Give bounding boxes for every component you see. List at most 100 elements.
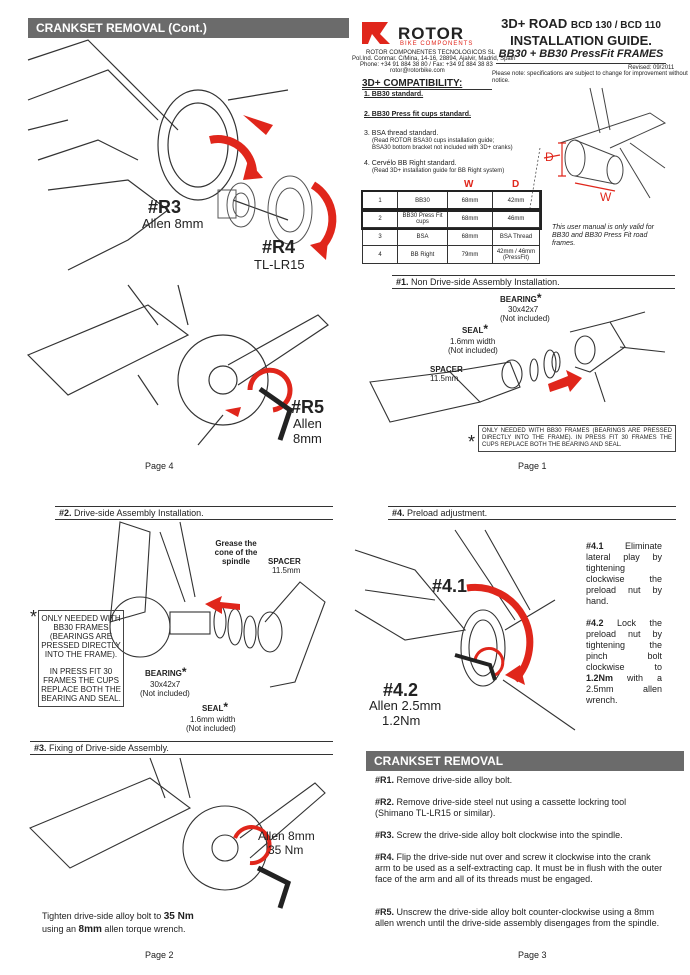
revised-date: Revised: 09/2011 [628, 65, 675, 71]
r5-id: #R5 [291, 397, 325, 417]
step42-tool: Allen 2.5mm [369, 698, 442, 713]
company-phone: Phone: +34 91 884 38 80 / Fax: +34 91 88… [360, 62, 493, 68]
r5-tool1: Allen [293, 416, 322, 431]
cell-w: 68mm [447, 209, 493, 228]
side-note-spacer [41, 659, 121, 667]
compat-divider [362, 89, 492, 90]
cell-std: BB30 Press Fit cups [397, 209, 448, 228]
step42-instruction: #4.2 Lock the preload nut by tightening … [586, 618, 662, 706]
bearing-size: 30x42x7 [508, 305, 539, 314]
r4-tool: TL-LR15 [254, 257, 305, 272]
seal-title: SEAL [462, 326, 484, 335]
seal-label: SEAL* [462, 322, 489, 336]
step42-torque: 1.2Nm [382, 713, 421, 728]
spacer-label: SPACER [268, 557, 301, 566]
guide-subtitle: BB30 + BB30 PressFit FRAMES [498, 48, 664, 60]
step3-tool: Allen 8mm [258, 829, 315, 843]
r2-label: #R2. [375, 797, 395, 807]
seal-incl: (Not included) [448, 346, 498, 355]
step42-label: #4.2 [586, 618, 604, 628]
step2-illustration [109, 521, 326, 688]
dimension-d-label: D [545, 150, 554, 164]
r4-text: Flip the drive-side nut over and screw i… [375, 852, 663, 884]
step2-header: #2. Drive-side Assembly Installation. [55, 506, 333, 520]
bearing-label: BEARING* [145, 665, 187, 679]
cell-d: 42mm [492, 191, 540, 210]
step1-illustration [369, 311, 666, 423]
r5-tool2: 8mm [293, 431, 322, 446]
removal-step-r5: #R5. Unscrew the drive-side alloy bolt c… [375, 907, 665, 929]
tighten-c: using an [42, 924, 77, 934]
seal-title: SEAL [202, 704, 224, 713]
dimension-w-label: W [600, 190, 612, 204]
r4-id: #R4 [262, 237, 296, 257]
step1-label: #1. [396, 277, 409, 287]
step3-torque: 35 Nm [268, 843, 304, 857]
tighten-torque: 35 Nm [163, 911, 194, 922]
step4-text: Preload adjustment. [407, 508, 488, 518]
tighten-size: 8mm [78, 924, 102, 935]
frame-dimension-diagram [529, 87, 667, 209]
step4-label: #4. [392, 508, 405, 518]
table-row: 4 BB Right 79mm 42mm / 46mm (PressFit) [362, 245, 540, 264]
spacer-size: 11.5mm [430, 374, 459, 383]
page4-frame-illustration [27, 39, 337, 271]
r4-label: #R4. [375, 852, 395, 862]
step41-label: #4.1 [586, 541, 604, 551]
compat-item-3-note1: (Read ROTOR BSA30 cups installation guid… [372, 138, 495, 144]
step3-text: Fixing of Drive-side Assembly. [49, 743, 169, 753]
cell-d: BSA Thread [492, 227, 540, 246]
asterisk: * [483, 322, 489, 336]
r5-label: #R5. [375, 907, 395, 917]
step2-text: Drive-side Assembly Installation. [74, 508, 204, 518]
r3-id: #R3 [148, 197, 182, 217]
step42-text-a: Lock the preload nut by tightening the p… [586, 618, 662, 672]
side-note-asterisk: * [30, 607, 38, 627]
asterisk: * [181, 665, 187, 679]
manual-note: This user manual is only valid for BB30 … [552, 224, 654, 247]
compat-item-3-note2: BSA30 bottom bracket not included with 3… [372, 145, 513, 151]
r3-label: #R3. [375, 830, 395, 840]
page-number: Page 4 [145, 461, 174, 471]
step41-text: Eliminate lateral play by tightening clo… [586, 541, 662, 606]
r1-label: #R1. [375, 775, 395, 785]
frame-note: ONLY NEEDED WITH BB30 FRAMES (BEARINGS A… [478, 425, 676, 452]
bearing-incl: (Not included) [140, 689, 190, 698]
rotor-logo [362, 22, 390, 44]
page-number: Page 2 [145, 950, 174, 960]
compat-item-3: 3. BSA thread standard. [364, 130, 439, 137]
asterisk: * [536, 291, 542, 305]
grease-note: Grease the cone of the spindle [214, 539, 258, 566]
cell-n: 3 [362, 227, 398, 246]
r2-text: Remove drive-side steel nut using a cass… [375, 797, 627, 818]
tighten-instruction: Tighten drive-side alloy bolt to 35 Nm u… [42, 910, 252, 936]
asterisk: * [223, 700, 229, 714]
bearing-incl: (Not included) [500, 314, 550, 323]
compat-title: 3D+ COMPATIBILITY: [362, 78, 463, 89]
cell-w: 79mm [447, 245, 493, 264]
removal-step-r3: #R3. Screw the drive-side alloy bolt clo… [375, 830, 665, 841]
table-row: 1 BB30 68mm 42mm [360, 189, 542, 212]
seal-width: 1.6mm width [190, 715, 236, 724]
brand-sub: BIKE COMPONENTS [400, 41, 474, 47]
cell-n: 4 [362, 245, 398, 264]
step1-text: Non Drive-side Assembly Installation. [411, 277, 560, 287]
col-d-header: D [512, 179, 520, 190]
tighten-a: Tighten drive-side alloy bolt to [42, 911, 162, 921]
seal-width: 1.6mm width [450, 337, 496, 346]
cell-w: 68mm [447, 191, 493, 210]
r3-tool: Allen 8mm [142, 216, 204, 231]
title-line2: INSTALLATION GUIDE. [510, 33, 652, 48]
r3-text: Screw the drive-side alloy bolt clockwis… [396, 830, 623, 840]
title-bcd: BCD 130 / BCD 110 [570, 20, 661, 31]
guide-title: 3D+ ROAD BCD 130 / BCD 110 INSTALLATION … [496, 16, 666, 48]
bearing-size: 30x42x7 [150, 680, 181, 689]
seal-label: SEAL* [202, 700, 229, 714]
step3-illustration [29, 757, 326, 909]
r5-text: Unscrew the drive-side alloy bolt counte… [375, 907, 660, 928]
frame-note-asterisk: * [468, 432, 476, 452]
page4-banner: CRANKSET REMOVAL (Cont.) [28, 18, 349, 38]
spacer-size: 11.5mm [272, 566, 301, 575]
compat-table: 1 BB30 68mm 42mm 2 BB30 Press Fit cups 6… [360, 189, 542, 264]
removal-banner: CRANKSET REMOVAL [366, 751, 684, 771]
